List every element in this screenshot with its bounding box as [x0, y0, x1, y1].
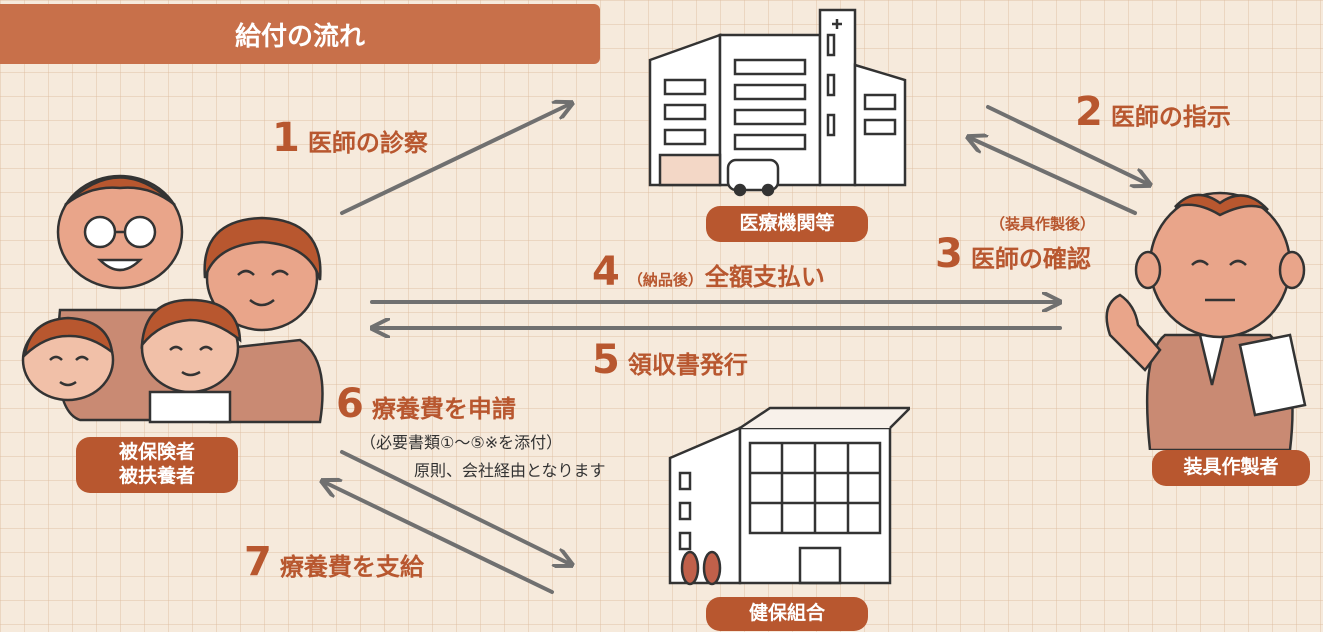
hospital-building-illustration: [648, 8, 907, 197]
kenpo-label: 健保組合: [706, 597, 868, 631]
step-7-number: 7: [244, 539, 272, 585]
arrow-step1: [340, 103, 572, 215]
arrow-step3: [968, 137, 1137, 215]
step-1: 1 医師の診察: [272, 118, 428, 158]
patient-label: 被保険者 被扶養者: [76, 437, 238, 493]
step-6-number: 6: [336, 381, 364, 427]
step-4: 4 （納品後） 全額支払い: [592, 252, 825, 292]
step-5-label: 領収書発行: [627, 351, 748, 379]
step-7: 7 療養費を支給: [244, 542, 424, 582]
patient-label-line2: 被扶養者: [118, 465, 195, 487]
step-2: 2 医師の指示: [1075, 92, 1231, 132]
step-6-note-attachments: （必要書類①～⑤※を添付）: [360, 433, 563, 452]
step-3: 3 医師の確認: [935, 234, 1091, 274]
step-4-label: 全額支払い: [704, 263, 825, 291]
step-3-number: 3: [935, 231, 963, 277]
maker-label: 装具作製者: [1152, 450, 1310, 486]
arrow-step6: [340, 450, 572, 565]
step-2-label: 医師の指示: [1110, 103, 1231, 131]
step-4-number: 4: [592, 249, 620, 295]
patient-label-line1: 被保険者: [118, 441, 195, 464]
step-6: 6 療養費を申請: [336, 384, 516, 424]
maker-illustration: [1105, 191, 1307, 450]
step-4-prefix: （納品後）: [627, 271, 703, 289]
step-3-prefix: （装具作製後）: [990, 215, 1096, 233]
kenpo-building-illustration: [668, 406, 910, 586]
hospital-label: 医療機関等: [706, 206, 868, 242]
step-7-label: 療養費を支給: [279, 553, 424, 581]
step-6-note-company: 原則、会社経由となります: [414, 461, 606, 480]
arrow-step7: [322, 481, 554, 594]
step-1-number: 1: [272, 115, 300, 161]
step-6-label: 療養費を申請: [371, 395, 516, 423]
step-3-label: 医師の確認: [970, 245, 1091, 273]
step-5: 5 領収書発行: [592, 340, 748, 380]
page-title: 給付の流れ: [0, 4, 600, 64]
step-2-number: 2: [1075, 89, 1103, 135]
family-illustration: [21, 174, 324, 424]
arrow-step2: [986, 105, 1150, 185]
step-1-label: 医師の診察: [307, 129, 428, 157]
step-5-number: 5: [592, 337, 620, 383]
